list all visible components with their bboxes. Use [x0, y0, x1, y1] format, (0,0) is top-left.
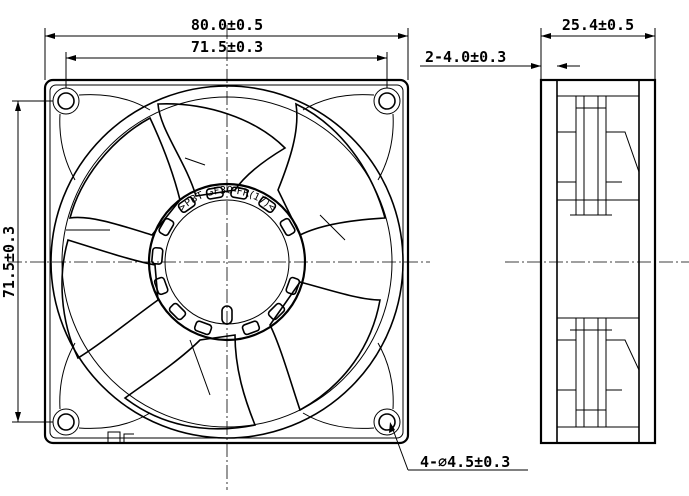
hub-rib	[267, 302, 286, 321]
dim-flange-thickness: 2-4.0±0.3	[425, 48, 506, 66]
hub-ribs	[151, 186, 301, 336]
dim-mounting-holes: 4-⌀4.5±0.3	[420, 453, 510, 471]
hub-rib	[158, 217, 175, 237]
hub-rib	[279, 217, 296, 237]
blade-1	[157, 103, 287, 197]
mounting-hole-bottom-left	[52, 408, 80, 436]
mounting-holes	[52, 87, 401, 436]
mounting-hole-bottom-right	[373, 408, 401, 436]
side-strut-upper	[556, 79, 640, 216]
mounting-hole-top-right	[373, 87, 401, 115]
blade-3	[269, 281, 381, 412]
hub-rib	[285, 276, 301, 296]
hub-rib	[193, 320, 213, 336]
fan-frame-outline	[43, 78, 410, 445]
hub-rib	[258, 196, 277, 214]
blade-4	[123, 334, 257, 430]
hub-rib	[153, 276, 169, 296]
hub-rib	[177, 196, 196, 214]
mounting-hole-top-left	[52, 87, 80, 115]
front-view: >PBT-GF30-FR(17)<	[8, 25, 430, 490]
side-view	[505, 78, 689, 445]
hub-rib	[151, 246, 164, 265]
blade-2	[277, 102, 387, 237]
side-dimensions: 25.4±0.5 2-4.0±0.3	[420, 16, 656, 80]
hub-rib	[230, 186, 249, 200]
blade-6	[68, 116, 181, 236]
hub-rib	[241, 320, 261, 336]
dim-depth: 25.4±0.5	[562, 16, 634, 34]
front-dimensions: 80.0±0.5 71.5±0.3 71.5±0.3 4-⌀4.5±0.3	[0, 16, 528, 471]
dim-hole-spacing-vertical: 71.5±0.3	[0, 226, 18, 298]
dim-hole-spacing-horizontal: 71.5±0.3	[191, 38, 263, 56]
fan-blades	[61, 102, 387, 430]
dim-overall-width: 80.0±0.5	[191, 16, 263, 34]
side-strut-lower	[556, 317, 640, 444]
hub-rib	[205, 186, 224, 200]
hub-rib	[168, 302, 187, 321]
blade-5	[61, 238, 159, 360]
